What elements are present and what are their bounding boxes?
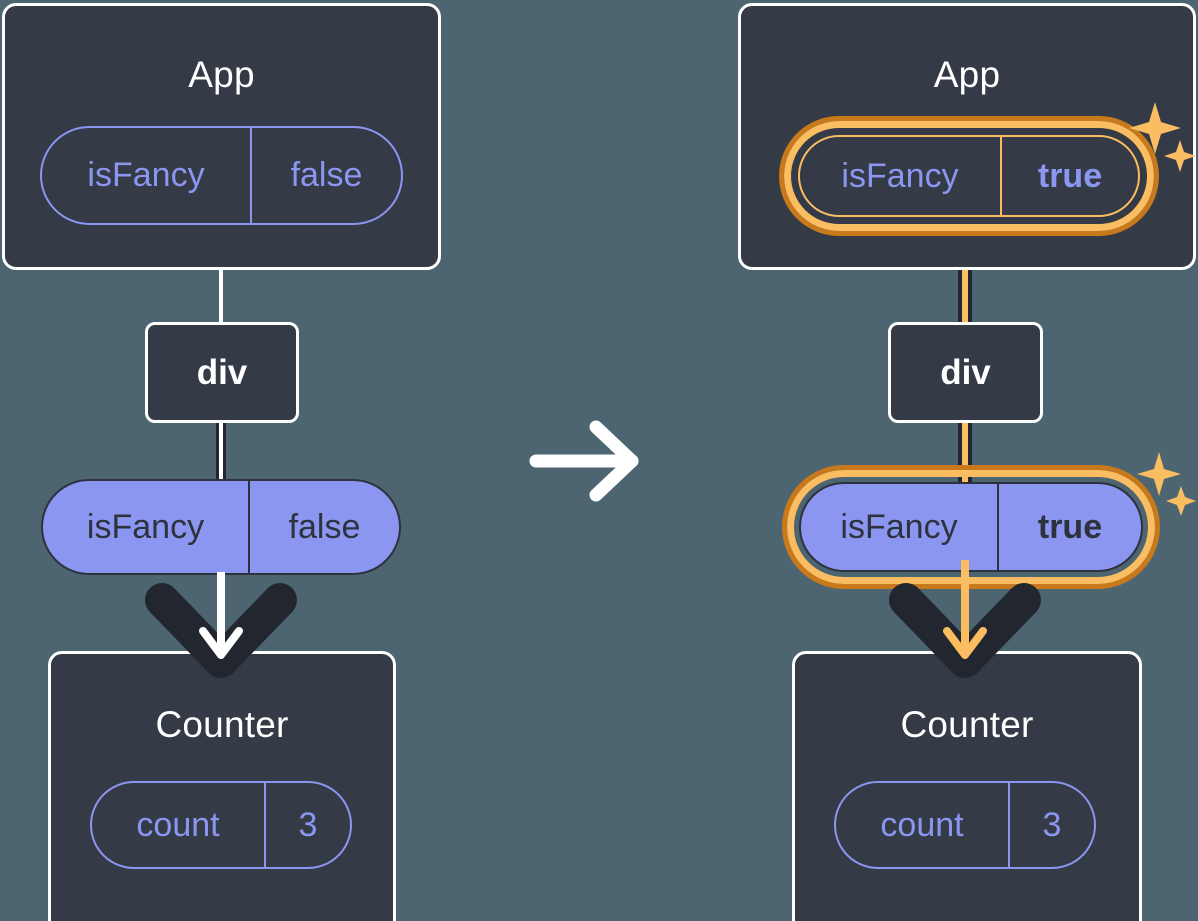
- left-prop-key: isFancy: [86, 507, 205, 546]
- left-app-state-value: false: [250, 128, 401, 223]
- left-counter-state-value: 3: [264, 783, 350, 867]
- transition-arrow-right-icon: [529, 420, 639, 502]
- left-div-label: div: [196, 352, 248, 392]
- left-app-title: App: [188, 54, 255, 95]
- left-prop-pill[interactable]: isFancy false: [41, 479, 401, 575]
- right-div-box: div: [888, 322, 1043, 423]
- right-counter-state-key: count: [880, 805, 964, 844]
- right-counter-state-value: 3: [1008, 783, 1094, 867]
- left-app-state-key: isFancy: [87, 156, 205, 194]
- left-prop-flow-arrow: [145, 572, 297, 678]
- right-counter-panel: Counter: [792, 651, 1142, 921]
- left-div-box: div: [145, 322, 299, 423]
- right-counter-state-pill[interactable]: count 3: [834, 781, 1096, 869]
- left-counter-title: Counter: [155, 704, 289, 745]
- right-app-state-value: true: [1000, 137, 1138, 215]
- right-counter-title: Counter: [900, 704, 1034, 745]
- right-app-state-pill[interactable]: isFancy true: [798, 135, 1140, 217]
- right-app-state-key: isFancy: [841, 156, 959, 195]
- right-prop-key: isFancy: [840, 507, 958, 546]
- right-prop-pill[interactable]: isFancy true: [799, 482, 1143, 572]
- left-counter-state-key: count: [136, 805, 220, 844]
- left-app-state-pill[interactable]: isFancy false: [40, 126, 403, 225]
- right-app-state-highlight-ring: [779, 116, 1159, 236]
- right-prop-value: true: [997, 484, 1141, 570]
- right-div-label: div: [940, 352, 991, 392]
- right-app-title: App: [933, 54, 1001, 95]
- left-prop-value: false: [248, 481, 399, 573]
- left-counter-state-pill[interactable]: count 3: [90, 781, 352, 869]
